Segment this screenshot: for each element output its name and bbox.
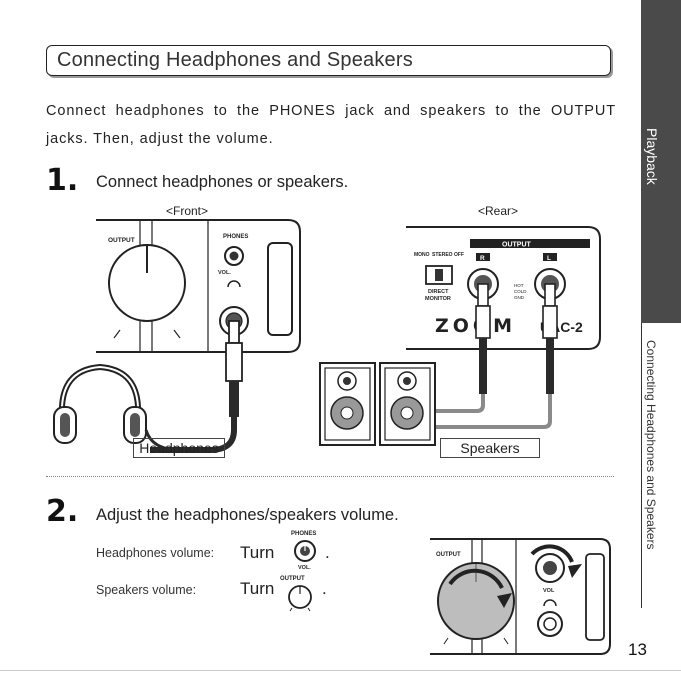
step-1-number: 1. <box>46 163 79 198</box>
step-divider <box>46 476 614 477</box>
bottom-rule <box>0 670 681 682</box>
step-2-number: 2. <box>46 494 79 529</box>
sidebar-section-label: Playback <box>644 128 660 185</box>
gnd-label: GND <box>514 295 525 300</box>
hot-label: HOT <box>514 283 524 288</box>
output-knob-icon: OUTPUT <box>280 576 312 612</box>
monitor-label: MONITOR <box>425 296 451 302</box>
rear-output-label: OUTPUT <box>502 242 532 249</box>
sidebar-rule <box>641 323 642 608</box>
turn-text-1: Turn <box>240 543 275 562</box>
fig2-output-label: OUTPUT <box>436 552 461 558</box>
brand-logo: ZOOM <box>435 315 516 337</box>
front-panel: OUTPUT PHONES VOL. <box>96 219 301 453</box>
intro-paragraph: Connect headphones to the PHONES jack an… <box>46 103 616 147</box>
vol-knob-label: VOL. <box>298 565 311 571</box>
mono-label: MONO <box>414 252 430 258</box>
sidebar-section-tab <box>641 0 681 323</box>
phones-knob-label: PHONES <box>291 531 316 537</box>
fig2-vol-label: VOL <box>543 588 555 594</box>
front-phones-label: PHONES <box>223 234 248 240</box>
direct-label: DIRECT <box>428 289 449 295</box>
front-caption: <Front> <box>166 204 209 218</box>
rear-panel: OUTPUT R L MONO STEREO OFF DIRECT MONITO… <box>406 226 601 429</box>
step-1-text: Connect headphones or speakers. <box>96 173 349 191</box>
front-output-label: OUTPUT <box>108 237 135 244</box>
page-number: 13 <box>628 640 647 659</box>
turn-text-2: Turn <box>240 579 275 598</box>
speakers-label: Speakers <box>440 438 540 458</box>
volume-adjust-illustration: OUTPUT VOL <box>430 538 611 655</box>
sidebar-subsection-label: Connecting Headphones and Speakers <box>644 340 658 550</box>
speakers-illustration <box>319 362 436 446</box>
rear-l-label: L <box>547 255 551 262</box>
output-knob-label: OUTPUT <box>280 576 305 582</box>
section-title-box <box>46 45 611 76</box>
connection-illustration: OUTPUT PHONES VOL. OUTPUT R L MONO STERE… <box>53 219 601 453</box>
section-title: Connecting Headphones and Speakers <box>57 49 413 71</box>
speakers-volume-label: Speakers volume: <box>96 583 197 597</box>
cold-label: COLD <box>514 289 527 294</box>
period-1: . <box>325 543 330 562</box>
headphones-label: Headphones <box>133 438 225 458</box>
rear-caption: <Rear> <box>478 204 519 218</box>
headphones-illustration <box>53 363 181 452</box>
front-vol-label: VOL. <box>218 270 231 276</box>
step-2-text: Adjust the headphones/speakers volume. <box>96 506 399 524</box>
rear-r-label: R <box>480 255 485 262</box>
off-label: OFF <box>454 252 464 258</box>
stereo-label: STEREO <box>432 252 453 258</box>
headphones-volume-label: Headphones volume: <box>96 546 215 560</box>
period-2: . <box>322 579 327 598</box>
fig2-headphone-icon <box>543 599 557 607</box>
headphone-small-icon <box>227 280 241 288</box>
phones-knob-icon: PHONES VOL. <box>291 531 316 571</box>
